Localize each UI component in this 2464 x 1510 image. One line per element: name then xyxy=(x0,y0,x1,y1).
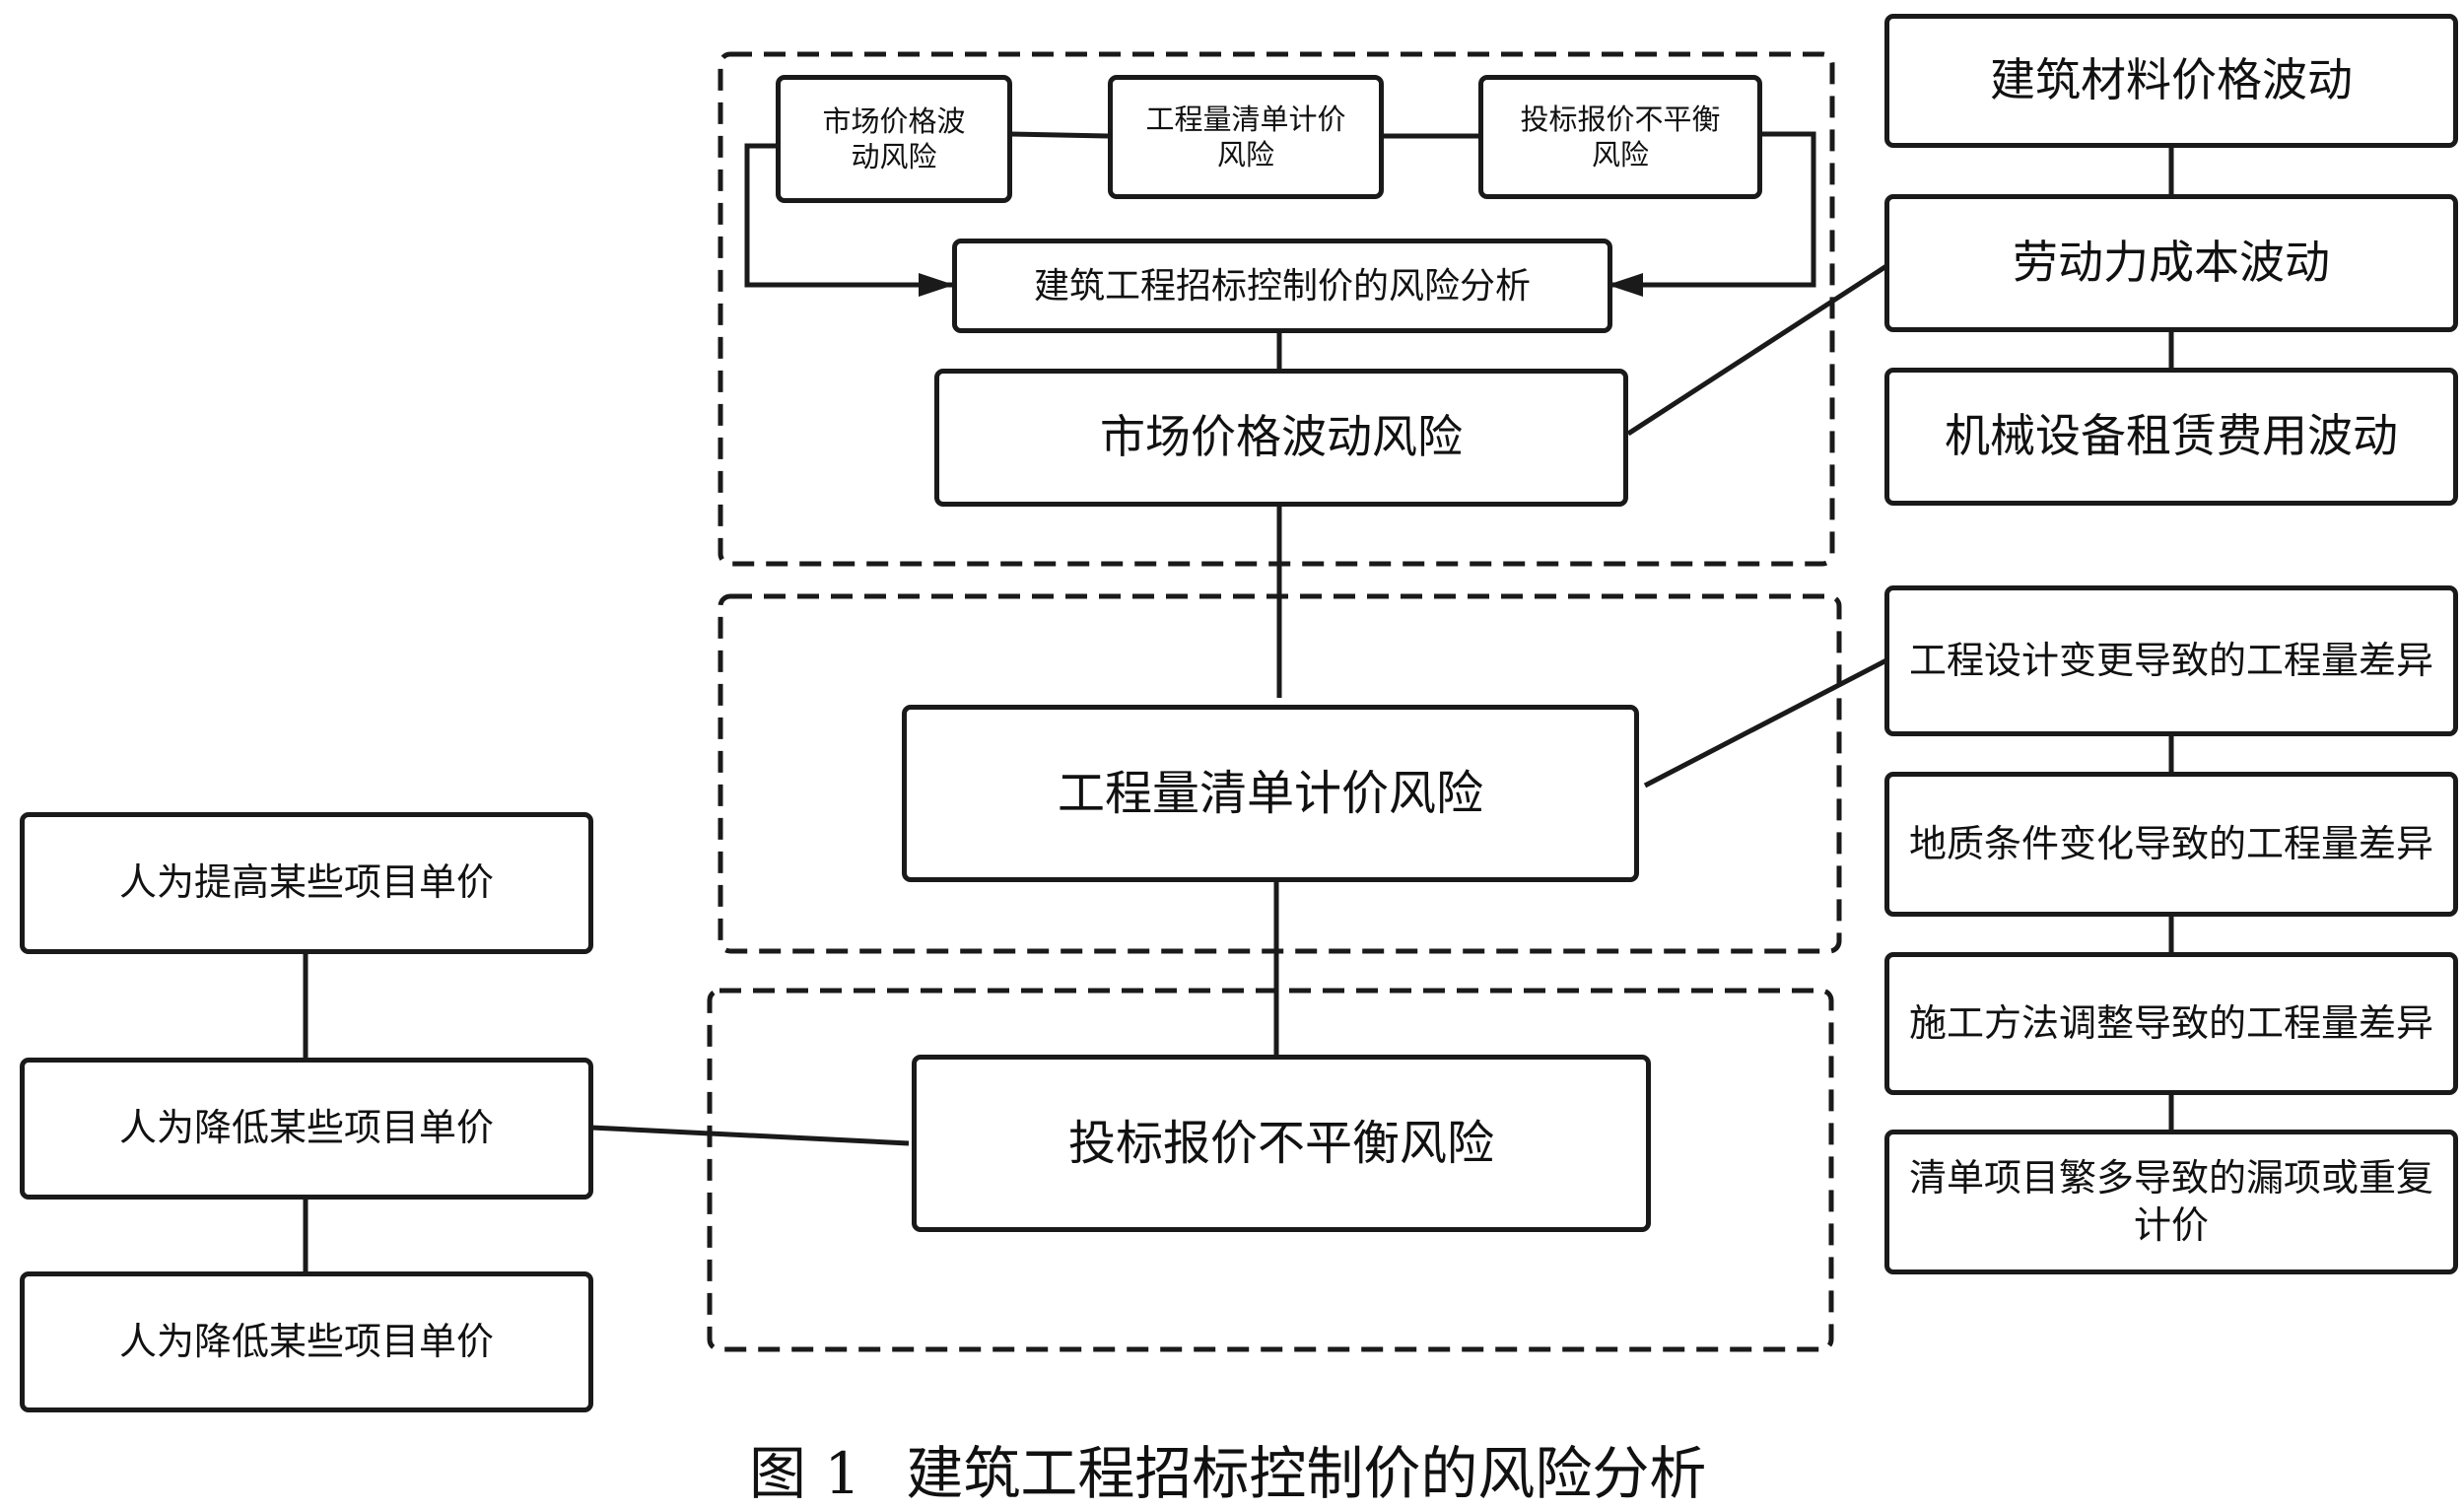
factor-method-adjust: 施工方法调整导致的工程量差异 xyxy=(1884,952,2458,1095)
bid-lower-unit-price-2: 人为降低某些项目单价 xyxy=(20,1271,593,1412)
factor-omission-duplicate: 清单项目繁多导致的漏项或重复 计价 xyxy=(1884,1130,2458,1274)
group-frame-bid xyxy=(707,988,1834,1352)
factor-labor-cost: 劳动力成本波动 xyxy=(1884,194,2458,332)
factor-geology-change: 地质条件变化导致的工程量差异 xyxy=(1884,772,2458,917)
arrow-left-to-analysis xyxy=(744,143,954,297)
group-frame-market xyxy=(718,51,1835,567)
arrow-right-to-analysis xyxy=(1608,131,1816,297)
sub-box-bid-risk: 投标报价不平衡 风险 xyxy=(1478,75,1762,199)
sub-box-market-risk: 市场价格波 动风险 xyxy=(776,75,1012,203)
bid-lower-unit-price: 人为降低某些项目单价 xyxy=(20,1058,593,1200)
link-market-to-labor xyxy=(1626,263,1888,437)
link-quantity-to-design xyxy=(1643,657,1888,789)
figure-caption: 图 1 建筑工程招标控制价的风险分析 xyxy=(749,1427,1833,1510)
figure-number: 图 1 xyxy=(749,1440,861,1507)
factor-design-change: 工程设计变更导致的工程量差异 xyxy=(1884,585,2458,736)
figure-title: 建筑工程招标控制价的风险分析 xyxy=(906,1440,1707,1507)
main-box-market-risk: 市场价格波动风险 xyxy=(934,369,1628,507)
factor-equipment-rental: 机械设备租赁费用波动 xyxy=(1884,368,2458,506)
connector-top-1-2 xyxy=(1010,131,1109,139)
sub-box-quantity-risk: 工程量清单计价 风险 xyxy=(1108,75,1384,199)
main-box-quantity-risk: 工程量清单计价风险 xyxy=(902,705,1639,882)
analysis-box: 建筑工程招标控制价的风险分析 xyxy=(952,239,1612,333)
link-bid-to-lower xyxy=(590,1125,910,1146)
main-box-bid-risk: 投标报价不平衡风险 xyxy=(912,1055,1651,1232)
bid-raise-unit-price: 人为提高某些项目单价 xyxy=(20,812,593,954)
factor-material-price: 建筑材料价格波动 xyxy=(1884,14,2458,148)
